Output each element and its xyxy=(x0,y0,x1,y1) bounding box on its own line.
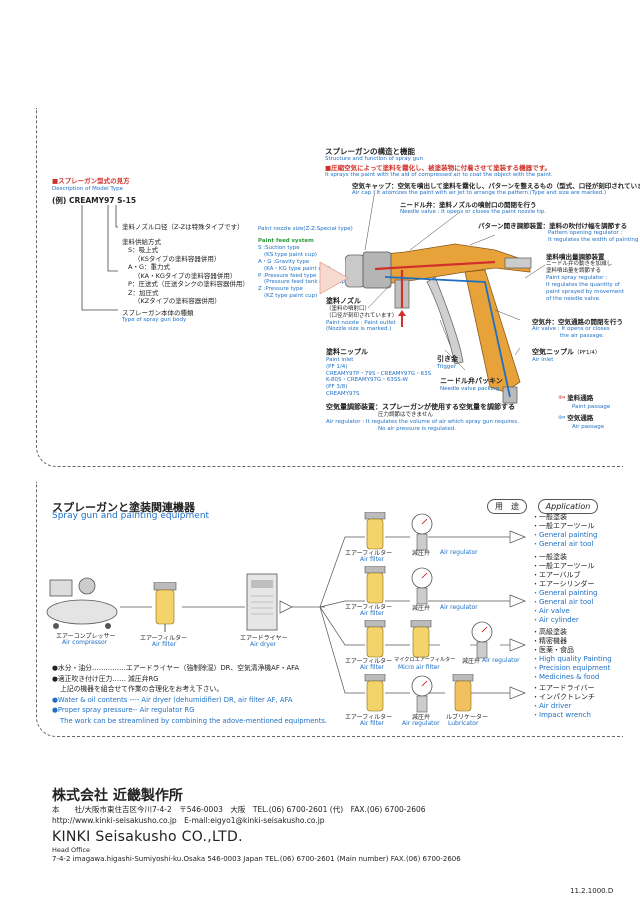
air-dryer-icon xyxy=(246,573,278,631)
row3-air-filter-icon xyxy=(364,620,386,658)
row3-regulator-icon xyxy=(471,621,493,659)
company-name-en: KINKI Seisakusho CO.,LTD. xyxy=(52,829,243,845)
row4-lubricator-label-jp: ルブリケーター xyxy=(446,714,489,721)
paint-nipple-callout: 塗料ニップル Paint inlet (PF 1/4) CREAMY97P・79… xyxy=(326,348,432,398)
structure-frame xyxy=(36,108,623,467)
nozzle-size-en: Paint nozzle size(Z-Z:Special type) xyxy=(258,226,353,232)
air-cap-en: Air cap : It atomizes the paint with air… xyxy=(352,190,607,196)
needle-packing-callout: ニードル弁パッキン Needle valve packing xyxy=(440,377,503,392)
dryer-label-jp: エアードライヤー xyxy=(240,635,288,642)
model-title-en: Description of Model Type xyxy=(52,186,124,192)
row3-micro-label-en: Micro air filter xyxy=(398,664,440,671)
structure-lead-jp: ■圧縮空気によって塗料を霧化し、被塗装物に付着させて塗装する機器です。 xyxy=(325,164,551,172)
row4-lubricator-label-en: Lubricator xyxy=(448,720,479,727)
air-nipple-callout: 空気ニップル（PF1/4） Air inlet xyxy=(532,348,601,363)
row2-regulator-icon xyxy=(411,567,433,605)
nozzle-size-jp: 塗料ノズル口径（Z-Zは特殊タイプです） xyxy=(122,223,244,231)
use-label: 用 途 xyxy=(487,499,527,514)
paint-spray-regulator: 塗料噴出量調節装置 ニードル弁の動きを加減し 塗料噴出量を調節する Paint … xyxy=(546,253,624,302)
row1-regulator-icon xyxy=(411,513,433,551)
row1-regulator-label-en: Air regulator xyxy=(440,549,478,556)
row3-regulator-label-en: Air regulator xyxy=(482,657,520,664)
feed-list-jp: 塗料供給方式 S：吸上式 （KSタイプの塗料容器併用） A・G：重力式 （KA・… xyxy=(122,238,249,306)
needle-valve-jp: ニードル弁：塗料ノズルの噴射口の開閉を行う xyxy=(400,201,537,209)
structure-title-en: Structure and function of spray gun xyxy=(325,156,424,162)
dryer-label-en: Air dryer xyxy=(250,641,277,648)
company-address-jp: 本 社/大阪市東住吉区今川7-4-2 〒546-0003 大阪 TEL.(06)… xyxy=(52,805,426,814)
main-filter-label-en: Air filter xyxy=(152,641,177,648)
model-bracket-lines xyxy=(81,205,118,311)
row3-micro-label-jp: マイクロエアーフィルター xyxy=(394,657,456,663)
model-title-jp: ■スプレーガン型式の見方 xyxy=(52,177,130,185)
row3-regulator-label-jp: 減圧弁 xyxy=(462,658,481,665)
needle-valve-en: Needle valve : It opens or closes the pa… xyxy=(400,209,546,215)
main-filter-label-jp: エアーフィルター xyxy=(140,635,188,642)
gun-body-jp: スプレーガン本体の種類 xyxy=(122,309,194,317)
row4-regulator-label-jp: 減圧弁 xyxy=(412,714,431,721)
pattern-regulator-en1: Pattern opening regulator : xyxy=(548,230,623,236)
row1-regulator-label-jp: 減圧弁 xyxy=(412,550,431,557)
row4-regulator-icon xyxy=(411,675,433,713)
head-office-label: Head Office xyxy=(52,846,91,854)
document-code: 11.2.1000.D xyxy=(570,887,614,895)
structure-lead-en: It sprays the paint with the aid of comp… xyxy=(325,172,553,178)
row2-regulator-label-jp: 減圧弁 xyxy=(412,605,431,612)
model-example: (例) CREAMY97 S-15 xyxy=(52,196,137,205)
equipment-notes: ●水分・油分……………エアードライヤー（強制除湿）DR、空気清浄機AF・AFA … xyxy=(52,664,328,725)
use-list-3: ・高級塗装 ・精密機器 ・医薬・食品 ・High quality Paintin… xyxy=(532,628,612,681)
air-compressor-icon xyxy=(46,577,118,629)
legend-air-passage: ⇦ 空気通路 Air passage xyxy=(558,413,605,431)
company-web: http://www.kinki-seisakusho.co.jp E-mail… xyxy=(52,816,325,825)
compressor-label-en: Air compressor xyxy=(62,639,108,646)
equipment-title-jp: スプレーガンと塗装関連機器 xyxy=(52,501,195,514)
air-valve-callout: 空気弁：空気通路の開閉を行う Air valve : It opens or c… xyxy=(532,318,623,339)
row3-filter-label-en: Air filter xyxy=(360,664,385,671)
row1-air-filter-icon xyxy=(364,512,386,550)
row4-filter-label-en: Air filter xyxy=(360,720,385,727)
company-address-en: 7-4-2 imagawa.higashi-Sumiyoshi-ku.Osaka… xyxy=(52,855,461,863)
gun-body-en: Type of spray gun body xyxy=(122,317,187,323)
pattern-regulator-jp: パターン開き調節装置：塗料の吹付け幅を調節する xyxy=(478,222,628,230)
equipment-title-en: Spray gun and painting equipment xyxy=(52,511,210,521)
air-cap-jp: 空気キャップ：空気を噴出して塗料を霧化し、パターンを整えるもの（型式、口径が刻印… xyxy=(352,182,640,190)
legend-paint-passage: ⇦ 塗料通路 Paint passage xyxy=(558,393,611,411)
row4-regulator-label-en: Air regulator xyxy=(402,720,440,727)
use-list-1: ・一般塗装 ・一般エアーツール ・General painting ・Gener… xyxy=(532,513,598,548)
pattern-regulator-en2: It regulates the width of painting xyxy=(548,237,639,243)
compressor-label-jp: エアーコンプレッサー xyxy=(56,633,116,640)
paint-nozzle-callout: 塗料ノズル （塗料の噴射口） （口径が刻印されています） Paint nozzl… xyxy=(326,297,398,333)
row2-air-filter-icon xyxy=(364,566,386,604)
row1-filter-label-jp: エアーフィルター xyxy=(345,550,393,557)
air-regulator-callout: 空気量調節装置：スプレーガンが使用する空気量を調節する 圧力調節はできません A… xyxy=(326,403,519,432)
spray-gun-illustration xyxy=(345,243,532,407)
equipment-frame xyxy=(36,482,623,737)
spray-pattern-icon xyxy=(319,261,348,295)
row2-filter-label-jp: エアーフィルター xyxy=(345,604,393,611)
feed-en-list: S :Suction type (KS type paint cup) A・G … xyxy=(258,245,348,300)
row3-filter-label-jp: エアーフィルター xyxy=(345,658,393,665)
row4-filter-label-jp: エアーフィルター xyxy=(345,714,393,721)
application-label: Application xyxy=(538,499,598,514)
row2-filter-label-en: Air filter xyxy=(360,610,385,617)
callout-lines xyxy=(364,189,546,371)
row4-air-filter-icon xyxy=(364,674,386,712)
trigger-callout: 引き金 Trigger xyxy=(437,355,458,370)
row2-regulator-label-en: Air regulator xyxy=(440,604,478,611)
row1-filter-label-en: Air filter xyxy=(360,556,385,563)
use-list-2: ・一般塗装 ・一般エアーツール ・エアーバルブ ・エアーシリンダー ・Gener… xyxy=(532,553,598,624)
row3-micro-filter-icon xyxy=(410,620,432,658)
feed-en-title: Paint feed system xyxy=(258,238,314,244)
use-list-4: ・エアードライバー ・インパクトレンチ ・Air driver ・Impact … xyxy=(532,684,595,719)
company-name-jp: 株式会社 近畿製作所 xyxy=(52,788,183,804)
structure-title-jp: スプレーガンの構造と機能 xyxy=(325,147,415,156)
row4-lubricator-icon xyxy=(452,674,474,712)
main-air-filter-icon xyxy=(153,582,177,632)
